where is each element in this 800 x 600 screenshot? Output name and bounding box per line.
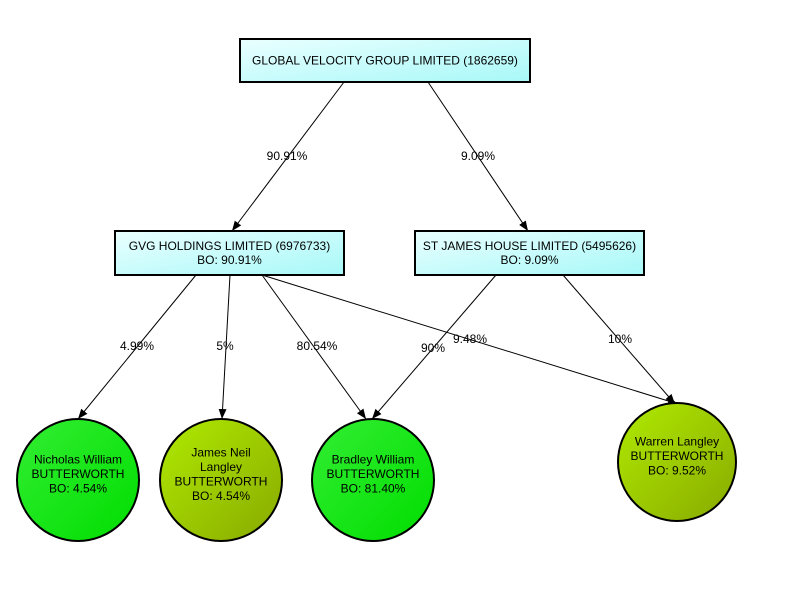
person-name-line: James Neil (191, 445, 250, 459)
person-circle (617, 402, 737, 522)
edge-gvg-holdings-to-nicholas (77, 274, 197, 420)
person-name-line: Warren Langley (635, 435, 719, 449)
company-node-gvg-holdings[interactable]: GVG HOLDINGS LIMITED (6976733)BO: 90.91% (114, 230, 345, 276)
company-box (114, 230, 345, 276)
edge-st-james-to-bradley (371, 274, 497, 420)
person-circle (159, 418, 283, 542)
company-box (239, 38, 531, 83)
edge-gvg-holdings-to-james (218, 274, 231, 420)
person-name-line: BUTTERWORTH (631, 449, 724, 463)
company-bo: BO: 90.91% (197, 253, 262, 267)
company-node-st-james[interactable]: ST JAMES HOUSE LIMITED (5495626)BO: 9.09… (414, 230, 645, 276)
person-circle (16, 418, 140, 542)
edge-label: 4.99% (120, 339, 154, 353)
person-name-line: BUTTERWORTH (327, 467, 420, 481)
edge-gvg-holdings-to-bradley (261, 274, 367, 420)
edge-st-james-to-warren (562, 274, 676, 405)
person-name-line: Langley (200, 460, 242, 474)
edge-label: 90.91% (267, 149, 308, 163)
edge-label: 10% (608, 332, 632, 346)
person-name-line: BUTTERWORTH (32, 467, 125, 481)
edge-label: 9.09% (461, 149, 495, 163)
company-name: GVG HOLDINGS LIMITED (6976733) (129, 239, 330, 253)
edge-gvg-limited-to-st-james (427, 81, 529, 232)
person-circle (311, 418, 435, 542)
person-bo: BO: 4.54% (49, 482, 107, 496)
edges-layer (77, 81, 679, 420)
edge-label: 5% (216, 339, 234, 353)
edge-label: 9.48% (453, 332, 487, 346)
edge-labels-layer: 90.91% 9.09% 4.99% 5% 80.54% 9.48% 90% 10% (120, 149, 632, 355)
person-name-line: BUTTERWORTH (175, 474, 268, 488)
edge-gvg-holdings-to-warren (261, 274, 679, 405)
nodes-layer: GLOBAL VELOCITY GROUP LIMITED (1862659) G… (16, 38, 737, 542)
edge-label: 90% (421, 341, 445, 355)
edge-gvg-limited-to-gvg-holdings (231, 81, 345, 232)
person-bo: BO: 4.54% (192, 489, 250, 503)
person-bo: BO: 81.40% (341, 482, 406, 496)
company-bo: BO: 9.09% (500, 253, 558, 267)
edge-label: 80.54% (297, 339, 338, 353)
person-bo: BO: 9.52% (648, 464, 706, 478)
person-name-line: Nicholas William (34, 453, 122, 467)
person-name-line: Bradley William (332, 453, 415, 467)
company-name: ST JAMES HOUSE LIMITED (5495626) (423, 239, 636, 253)
company-name: GLOBAL VELOCITY GROUP LIMITED (1862659) (252, 54, 518, 68)
company-node-gvg-limited[interactable]: GLOBAL VELOCITY GROUP LIMITED (1862659) (239, 38, 531, 83)
company-box (414, 230, 645, 276)
